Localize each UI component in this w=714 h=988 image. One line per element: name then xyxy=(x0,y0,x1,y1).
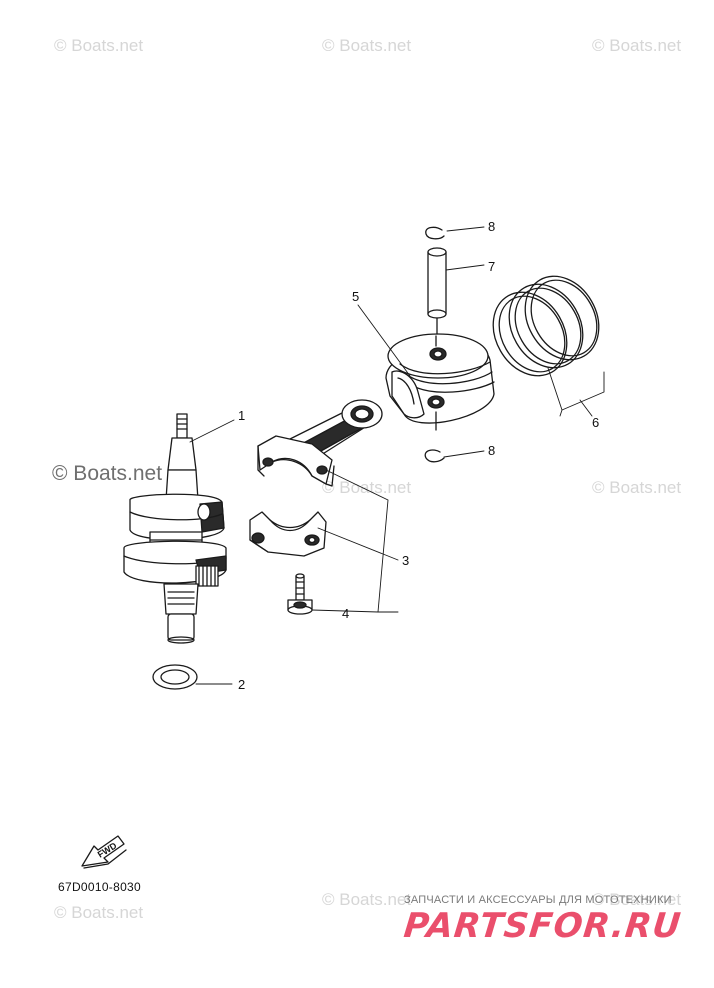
callout-2: 2 xyxy=(238,677,246,692)
callout-8-bottom: 8 xyxy=(488,443,496,458)
watermark: © Boats.net xyxy=(54,36,144,55)
watermark: © Boats.net xyxy=(322,478,412,497)
callout-7: 7 xyxy=(488,259,496,274)
crankshaft-gear xyxy=(195,565,219,587)
piston-pin-clip-top xyxy=(425,226,445,240)
thrust-washer xyxy=(152,664,198,690)
rod-bolt xyxy=(287,573,313,615)
diagram-code: 67D0010-8030 xyxy=(58,880,142,894)
watermark: © Boats.net xyxy=(592,890,682,909)
watermark: © Boats.net xyxy=(322,36,412,55)
shop-tagline: ЗАПЧАСТИ И АКСЕССУАРЫ ДЛЯ МОТОТЕХНИКИ xyxy=(404,894,672,906)
callout-5: 5 xyxy=(352,289,360,304)
piston-rings xyxy=(492,275,600,377)
callout-4: 4 xyxy=(342,606,350,621)
crankshaft xyxy=(123,413,227,644)
piston-pin-clip-bottom xyxy=(424,449,445,463)
watermark-strong: © Boats.net xyxy=(52,462,163,485)
fwd-arrow-icon xyxy=(81,835,127,869)
shop-logo: PARTSFOR.RU xyxy=(401,906,684,946)
connecting-rod xyxy=(257,399,383,487)
callout-8-top: 8 xyxy=(488,219,496,234)
connecting-rod-cap xyxy=(249,511,327,557)
watermark: © Boats.net xyxy=(54,903,144,922)
piston-pin xyxy=(427,247,447,335)
callout-3: 3 xyxy=(402,553,410,568)
watermark: © Boats.net xyxy=(592,478,682,497)
watermark: © Boats.net xyxy=(322,890,412,909)
piston xyxy=(385,333,495,431)
watermark: © Boats.net xyxy=(592,36,682,55)
callout-6: 6 xyxy=(592,415,600,430)
leader-lines xyxy=(189,226,605,685)
callout-1: 1 xyxy=(238,408,246,423)
